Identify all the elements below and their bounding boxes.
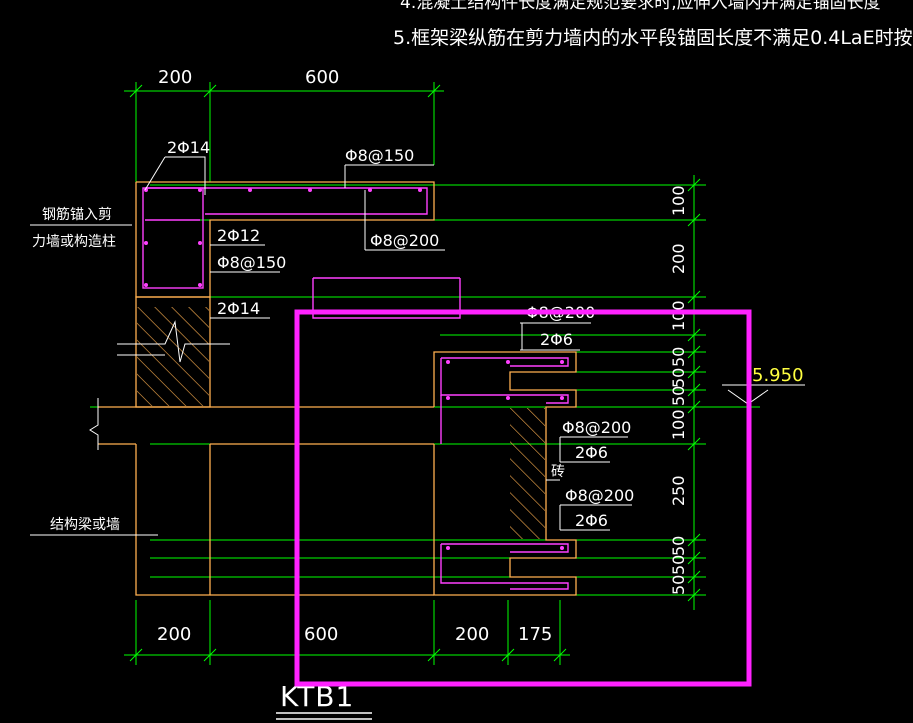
rebar-layout: [142, 187, 569, 590]
dim-right-50-d: 50: [669, 536, 688, 556]
dim-right-200: 200: [669, 243, 688, 274]
label-phi8-200-a: Φ8@200: [370, 231, 439, 250]
dim-right-100-b: 100: [669, 300, 688, 331]
rebar-dots: [144, 188, 564, 550]
level-value: 5.950: [752, 365, 804, 386]
notes-block: 4.混凝土结构件长度满足规范要求时,应伸入墙内并满足锚固长度 5.框架梁纵筋在剪…: [393, 0, 913, 49]
label-phi8-200-c: Φ8@200: [562, 418, 631, 437]
dim-right-50-a: 50: [669, 347, 688, 367]
dim-bottom-600: 600: [304, 624, 338, 645]
dim-right-50-f: 50: [669, 575, 688, 595]
dim-top-200: 200: [158, 67, 192, 88]
dim-right-texts: 100 200 100 50 50 50 100 250 50 50 50: [669, 185, 688, 595]
hatch-wall-left: [137, 307, 209, 406]
label-2phi12: 2Φ12: [217, 226, 260, 245]
label-2phi14-bottom: 2Φ14: [217, 299, 260, 318]
dim-right-100-a: 100: [669, 185, 688, 216]
dim-bottom-200-a: 200: [157, 624, 191, 645]
note-line-5: 5.框架梁纵筋在剪力墙内的水平段锚固长度不满足0.4LaE时按图一(: [393, 27, 913, 49]
label-2phi6-c: 2Φ6: [575, 511, 608, 530]
note-line-partial: 4.混凝土结构件长度满足规范要求时,应伸入墙内并满足锚固长度: [400, 0, 881, 13]
label-phi8-200-d: Φ8@200: [565, 486, 634, 505]
dim-bottom-200-b: 200: [455, 624, 489, 645]
label-anchor-wall-1: 钢筋锚入剪: [42, 206, 112, 223]
dim-top-600: 600: [305, 67, 339, 88]
dim-right-50-e: 50: [669, 555, 688, 575]
label-brick: 砖: [551, 464, 565, 480]
leader-lines: [30, 156, 632, 536]
label-2phi6-b: 2Φ6: [575, 443, 608, 462]
dim-right-250: 250: [669, 475, 688, 506]
dim-bottom-175: 175: [518, 624, 552, 645]
hatch-brick-right: [510, 408, 545, 539]
label-struct-beam: 结构梁或墙: [50, 517, 120, 533]
dim-right-50-b: 50: [669, 368, 688, 388]
label-phi8-150-top: Φ8@150: [345, 146, 414, 165]
selection-rectangle[interactable]: [294, 309, 752, 687]
label-phi8-150-mid: Φ8@150: [217, 253, 286, 272]
dim-right-100-c: 100: [669, 409, 688, 440]
dim-right-50-c: 50: [669, 386, 688, 406]
label-anchor-wall-2: 力墙或构造柱: [32, 234, 116, 250]
label-2phi14-top: 2Φ14: [167, 138, 210, 157]
elevation-triangle-icon: [722, 384, 805, 405]
structure-outline: [98, 181, 577, 596]
label-2phi6-a: 2Φ6: [540, 330, 573, 349]
